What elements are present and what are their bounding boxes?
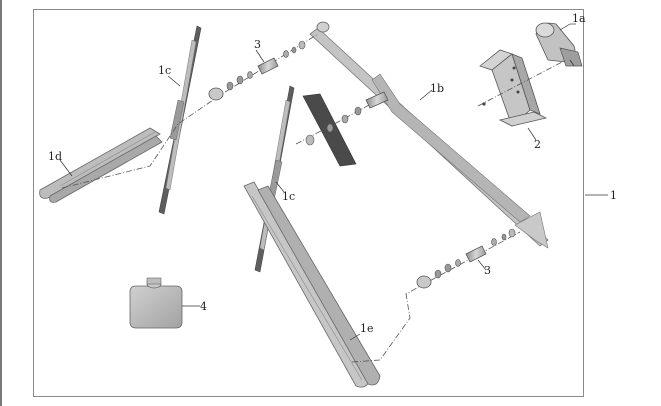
wiper-motor (535, 22, 583, 67)
drawing-frame (33, 9, 584, 397)
callout-reservoir: 4 (200, 300, 207, 313)
callout-arm-lower: 1e (360, 322, 374, 335)
leader-lines (59, 23, 608, 341)
wiper-blade-upper (158, 25, 202, 215)
callout-blade-lower: 1c (282, 190, 295, 203)
assembly-axis-upper-left (61, 33, 319, 189)
wiper-arm-left (39, 127, 163, 203)
callout-bushing-upper: 3 (254, 38, 261, 51)
linkage-rod (309, 21, 549, 249)
assembly-axis-lower (351, 231, 521, 363)
bushing-set-lower (416, 228, 516, 289)
callout-blade-upper: 1c (158, 64, 171, 77)
mounting-bracket (477, 49, 563, 127)
callout-bushing-lower: 3 (484, 264, 491, 277)
bushing-set-upper (208, 40, 306, 101)
callout-motor: 1a (572, 12, 586, 25)
callout-arm-left: 1d (48, 150, 62, 163)
pivot-plate-middle (295, 91, 389, 167)
page-edge-mark (0, 0, 2, 406)
callout-bracket: 2 (534, 138, 541, 151)
wiper-arm-lower (243, 181, 381, 388)
washer-reservoir (129, 277, 183, 329)
callout-assembly: 1 (610, 189, 617, 202)
callout-linkage: 1b (430, 82, 444, 95)
